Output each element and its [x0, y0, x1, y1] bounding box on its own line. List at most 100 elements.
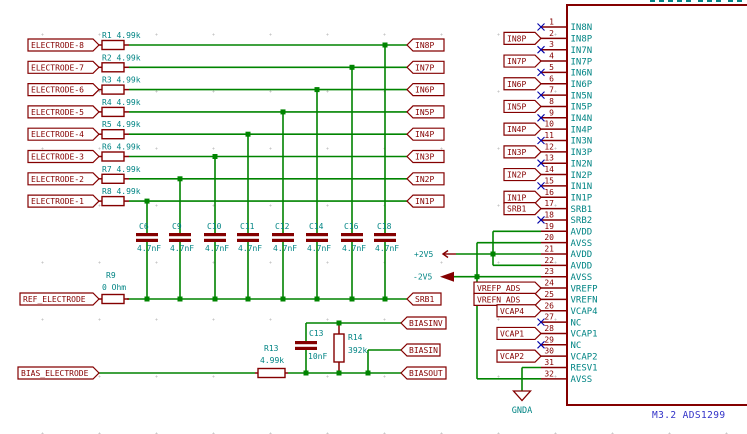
nc-cross[interactable] [537, 113, 545, 122]
net-label-electrode-8[interactable]: ELECTRODE-8 [27, 38, 100, 52]
net-label-in8p[interactable]: IN8P [406, 38, 445, 52]
net-label-bias_electrode[interactable]: BIAS_ELECTRODE [17, 366, 100, 380]
nc-cross[interactable] [537, 340, 545, 349]
net-label-electrode-1[interactable]: ELECTRODE-1 [27, 194, 100, 208]
net-label-electrode-5[interactable]: ELECTRODE-5 [27, 105, 100, 119]
resistor-r4[interactable]: R4 4.99k [99, 98, 141, 118]
net-label-electrode-3[interactable]: ELECTRODE-3 [27, 149, 100, 164]
net-label-in5p[interactable]: IN5P [503, 99, 542, 114]
net-label-electrode-4[interactable]: ELECTRODE-4 [27, 127, 100, 141]
net-label-vcap2[interactable]: VCAP2 [496, 349, 542, 363]
net-label-in3p[interactable]: IN3P [406, 149, 445, 164]
resistor-r5[interactable]: R5 4.99k [99, 120, 141, 140]
net-label-in1p[interactable]: IN1P [406, 194, 445, 208]
net-label-in6p[interactable]: IN6P [406, 83, 445, 97]
net-label-srb1[interactable]: SRB1 [503, 202, 542, 216]
capacitor-c9[interactable]: C94.7nF [169, 222, 194, 253]
resistor-r1[interactable]: R1 4.99k [99, 31, 141, 51]
nc-cross[interactable] [537, 23, 545, 31]
net-label-electrode-7[interactable]: ELECTRODE-7 [27, 60, 100, 74]
net-label-in1p[interactable]: IN1P [503, 190, 542, 204]
power-flag-plus2v5[interactable]: +2V5 [414, 249, 456, 259]
net-label-vcap1[interactable]: VCAP1 [496, 326, 542, 341]
net-label-in2p[interactable]: IN2P [406, 172, 445, 186]
power-flag-minus2v5[interactable]: -2V5 [413, 271, 454, 282]
nc-cross[interactable] [537, 68, 545, 77]
capacitor-c6[interactable]: C64.7nF [136, 222, 161, 253]
power-flag-gnda[interactable]: GNDA [512, 390, 532, 416]
net-label-in8p[interactable]: IN8P [503, 31, 542, 45]
net-label-biasin[interactable]: BIASIN [400, 343, 441, 357]
nc-cross[interactable] [537, 159, 545, 168]
net-label-in4p[interactable]: IN4P [503, 122, 542, 136]
net-label-vrefp_ads[interactable]: VREFP_ADS [473, 281, 542, 295]
net-label-vcap4[interactable]: VCAP4 [496, 304, 542, 318]
net-label-in7p[interactable]: IN7P [503, 54, 542, 68]
net-label-biasout[interactable]: BIASOUT [400, 366, 447, 380]
nc-cross[interactable] [537, 91, 545, 99]
nc-cross[interactable] [537, 318, 545, 326]
nc-cross[interactable] [537, 136, 545, 145]
net-label-electrode-6[interactable]: ELECTRODE-6 [27, 83, 100, 97]
net-label-biasinv[interactable]: BIASINV [400, 316, 447, 330]
net-label-ref_electrode[interactable]: REF_ELECTRODE [19, 292, 100, 306]
nc-cross[interactable] [537, 216, 545, 224]
resistor-r7[interactable]: R7 4.99k [99, 165, 141, 185]
nc-cross[interactable] [537, 45, 545, 54]
ic-ads1299[interactable]: 1IN8N2IN8P3IN7N4IN7P5IN6N6IN6P7IN5N8IN5P… [537, 4, 747, 406]
net-label-in2p[interactable]: IN2P [503, 167, 542, 182]
resistor-r9[interactable]: R90 Ohm [99, 271, 129, 305]
net-label-vrefn_ads[interactable]: VREFN_ADS [473, 292, 542, 306]
resistor-r8[interactable]: R8 4.99k [99, 187, 141, 207]
net-label-in5p[interactable]: IN5P [406, 105, 445, 119]
net-label-in4p[interactable]: IN4P [406, 127, 445, 141]
net-label-electrode-2[interactable]: ELECTRODE-2 [27, 172, 100, 186]
net-label-srb1[interactable]: SRB1 [406, 292, 442, 306]
net-label-in7p[interactable]: IN7P [406, 60, 445, 74]
resistor-r3[interactable]: R3 4.99k [99, 76, 141, 95]
resistor-r6[interactable]: R6 4.99k [99, 143, 141, 162]
net-label-in3p[interactable]: IN3P [503, 145, 542, 159]
nc-cross[interactable] [537, 182, 545, 190]
